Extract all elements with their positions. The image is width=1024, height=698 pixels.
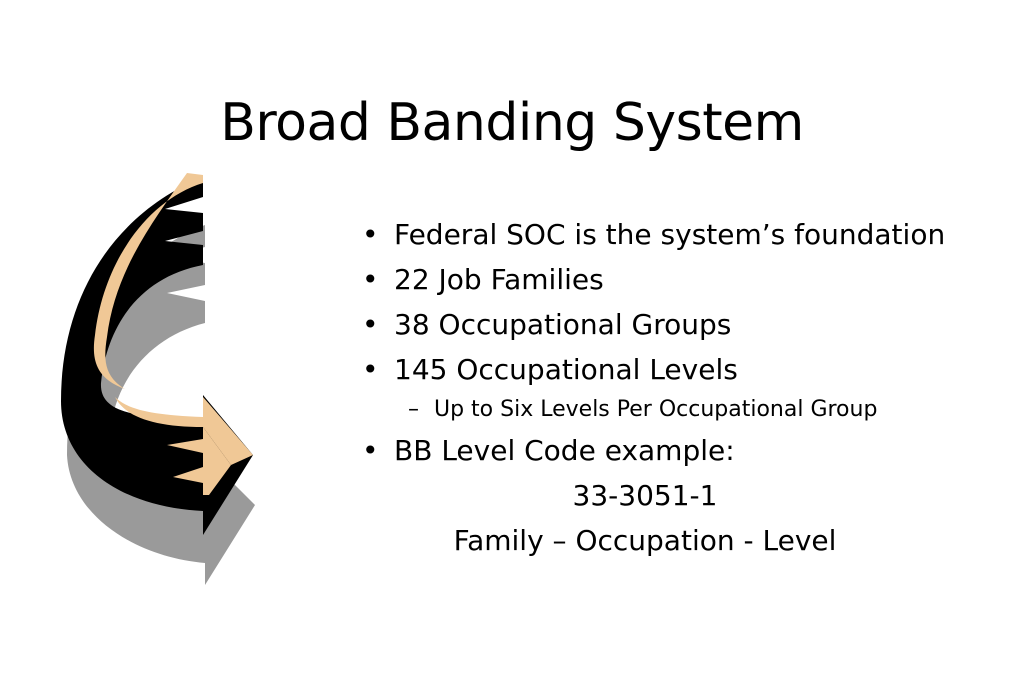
bullet-text: BB Level Code example:	[394, 434, 735, 467]
code-legend: Family – Occupation - Level	[453, 524, 837, 557]
list-item: • BB Level Code example:	[360, 428, 1000, 473]
sub-list-item: – Up to Six Levels Per Occupational Grou…	[360, 392, 1000, 428]
bullet-mark: •	[362, 263, 379, 296]
arrow-head-inner	[167, 427, 231, 495]
arrow-highlight-lower	[115, 397, 253, 465]
arrow-highlight	[93, 173, 203, 389]
sub-bullet-mark: –	[408, 397, 419, 422]
bullet-text: 22 Job Families	[394, 263, 604, 296]
bullet-mark: •	[362, 434, 379, 467]
curved-arrow-icon	[61, 173, 255, 585]
list-item: • 38 Occupational Groups	[360, 302, 1000, 347]
code-example: 33-3051-1	[572, 479, 718, 512]
bullet-mark: •	[362, 308, 379, 341]
bullet-mark: •	[362, 353, 379, 386]
bullet-text: 145 Occupational Levels	[394, 353, 738, 386]
sub-bullet-text: Up to Six Levels Per Occupational Group	[434, 397, 878, 422]
bullet-mark: •	[362, 218, 379, 251]
list-item: • 145 Occupational Levels	[360, 347, 1000, 392]
list-item: • Federal SOC is the system’s foundation	[360, 212, 1000, 257]
bullet-list: • Federal SOC is the system’s foundation…	[360, 212, 1000, 563]
bullet-text: 38 Occupational Groups	[394, 308, 732, 341]
list-item: • 22 Job Families	[360, 257, 1000, 302]
slide-title: Broad Banding System	[220, 93, 804, 153]
bullet-text: Federal SOC is the system’s foundation	[394, 218, 946, 251]
